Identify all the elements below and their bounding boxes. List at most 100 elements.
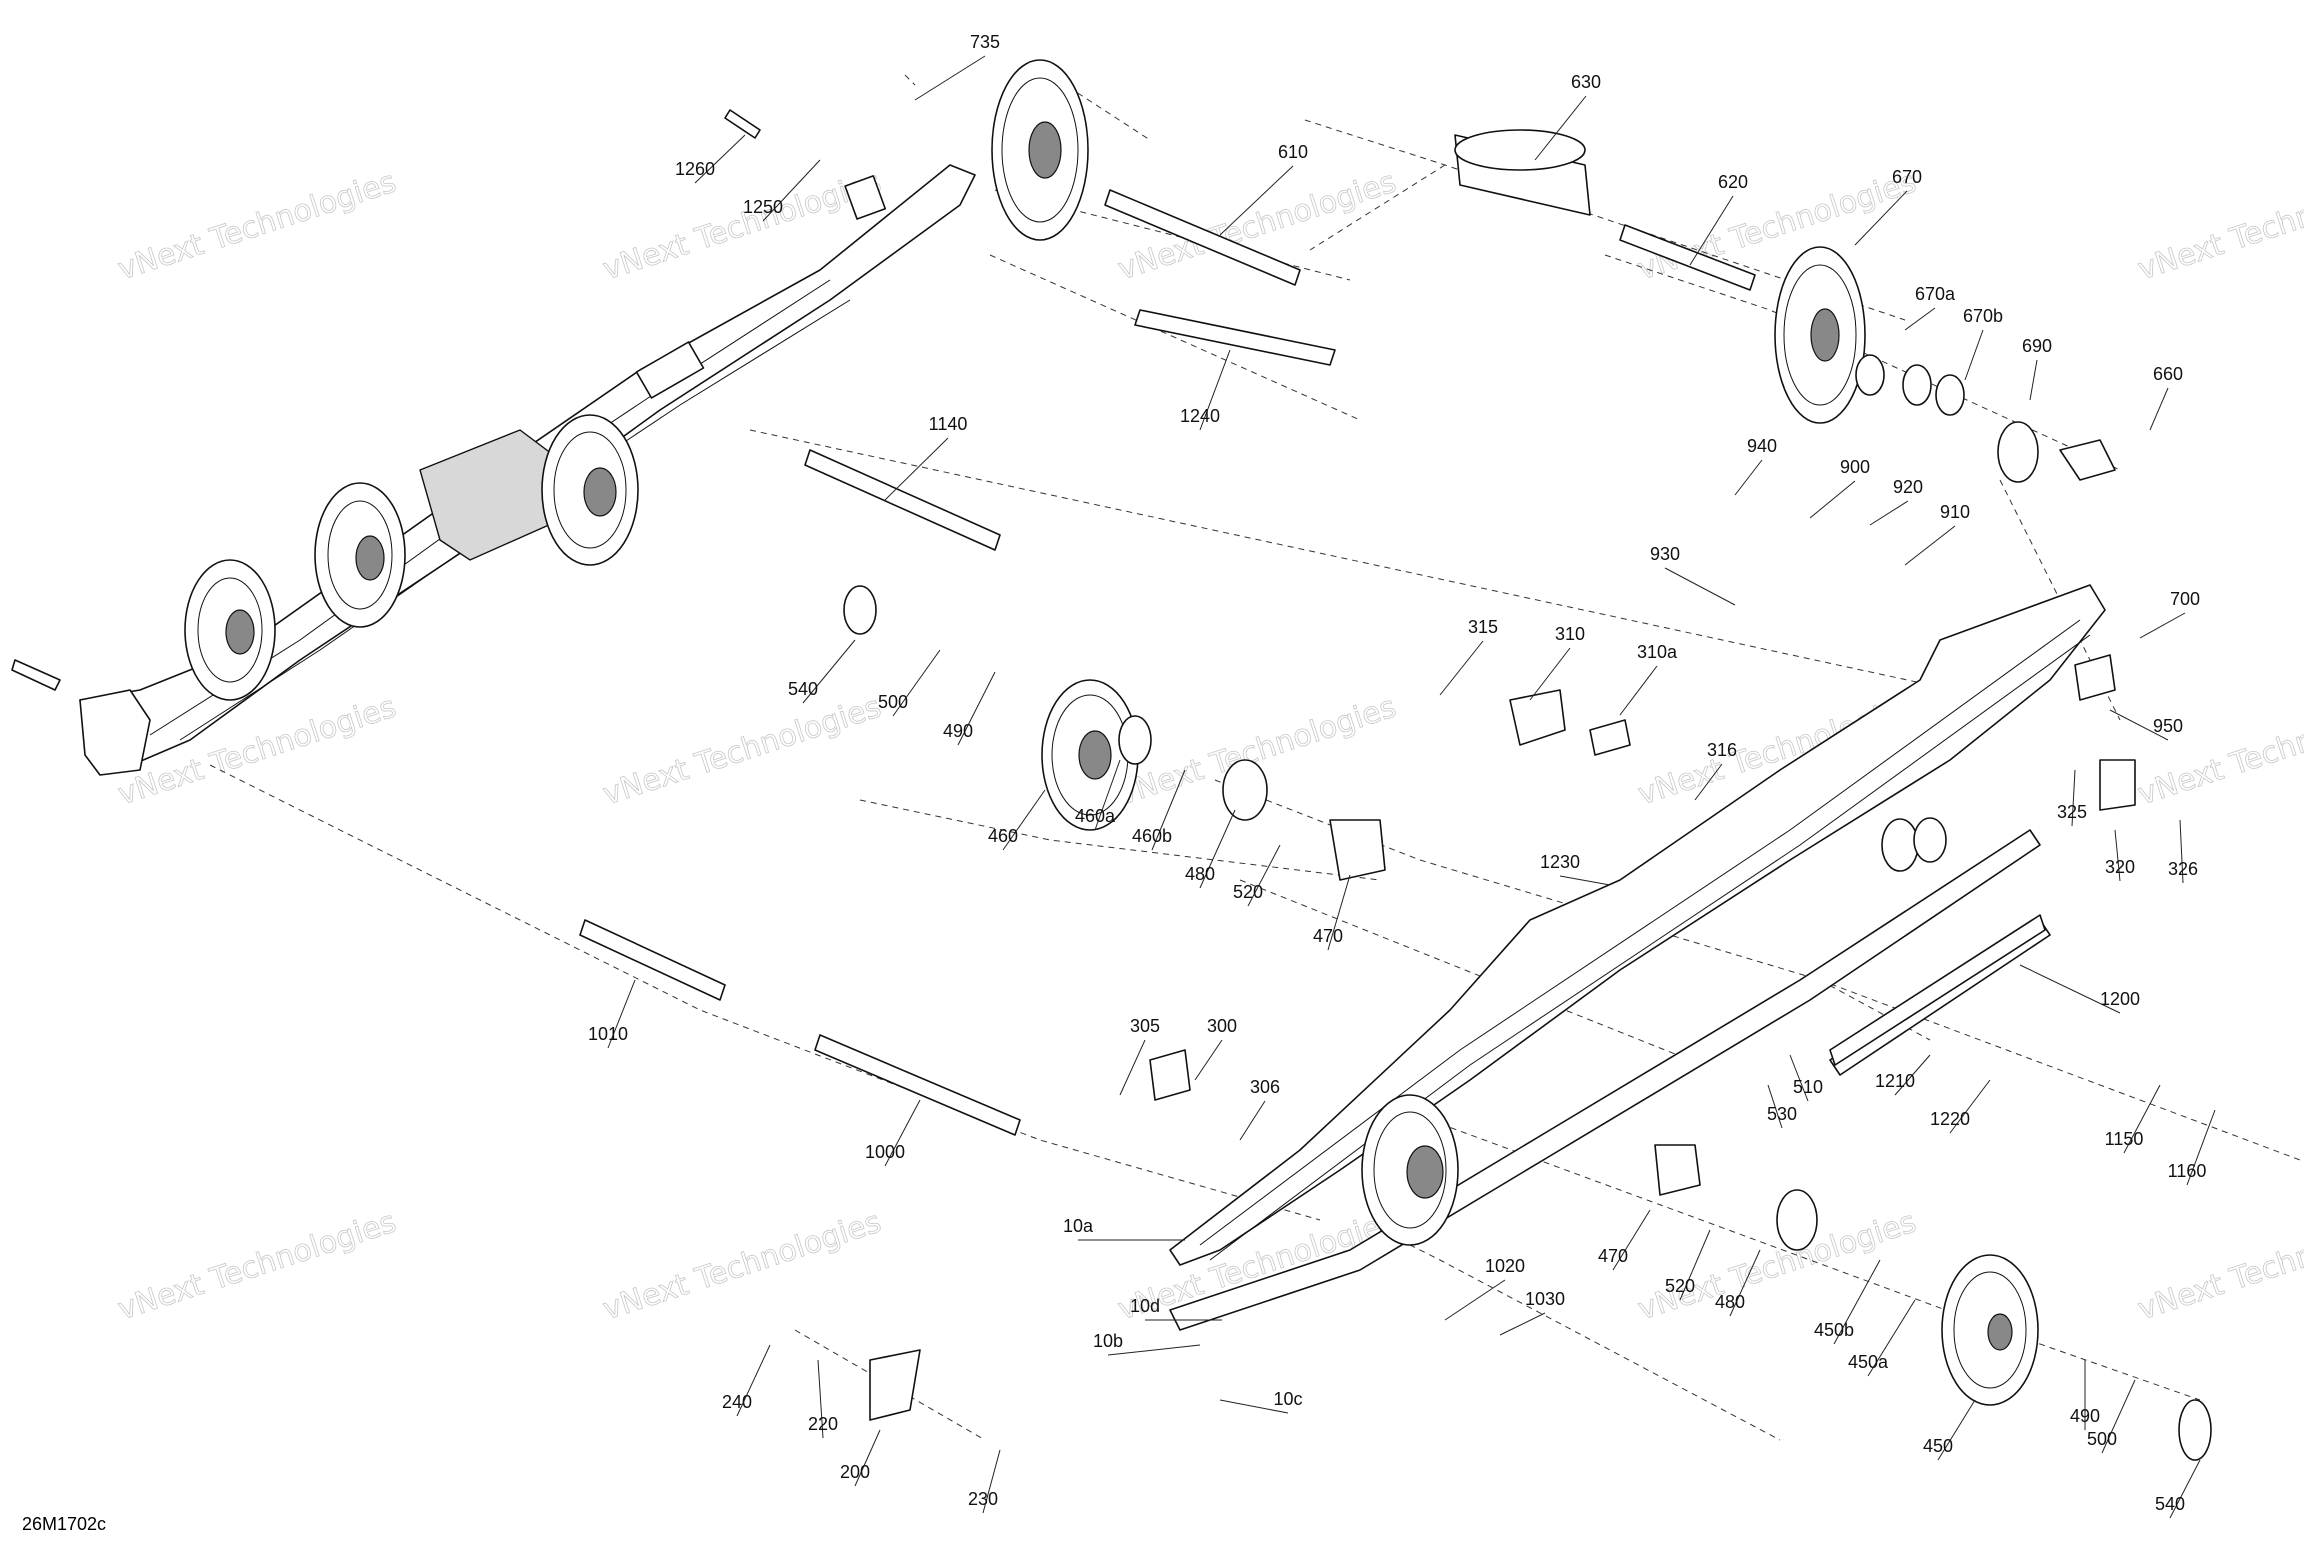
part-callout-480: 480: [1185, 864, 1215, 884]
part-callout-306: 306: [1250, 1077, 1280, 1097]
leader-line: [736, 1344, 771, 1417]
part-callout-460a: 460a: [1075, 806, 1116, 826]
part-callout-1200: 1200: [2100, 989, 2140, 1009]
leader-line: [2123, 1084, 2161, 1154]
part-callout-700: 700: [2170, 589, 2200, 609]
leader-line: [854, 1429, 881, 1487]
part-callout-316: 316: [1707, 740, 1737, 760]
part-callout-670b: 670b: [1963, 306, 2003, 326]
part-callout-1250: 1250: [743, 197, 783, 217]
leader-line: [1689, 195, 1734, 266]
part-callout-200: 200: [840, 1462, 870, 1482]
part-callout-450b: 450b: [1814, 1320, 1854, 1340]
leader-line: [1894, 1054, 1931, 1096]
watermark: vNext Technologies: [2134, 165, 2304, 288]
leader-line: [1937, 1399, 1976, 1461]
leader-line: [2179, 819, 2184, 884]
leader-line: [817, 1359, 824, 1439]
part-callout-1150: 1150: [2105, 1129, 2144, 1149]
leader-line: [1219, 1399, 1289, 1414]
part-callout-930: 930: [1650, 544, 1680, 564]
part-callout-500: 500: [2087, 1429, 2117, 1449]
leader-line: [1444, 1279, 1506, 1321]
leader-line: [1094, 759, 1121, 831]
leader-line: [1694, 763, 1723, 801]
leader-line: [1247, 844, 1281, 907]
watermark: vNext Technologies: [2134, 690, 2304, 813]
leader-line: [914, 55, 986, 101]
leader-line: [1767, 1084, 1783, 1129]
leader-line: [892, 649, 941, 717]
leader-line: [2029, 359, 2038, 401]
leader-line: [2169, 1459, 2201, 1519]
left-rail-assembly: [79, 59, 1089, 776]
part-callout-690: 690: [2022, 336, 2052, 356]
part-callout-1000: 1000: [865, 1142, 905, 1162]
leader-line: [802, 639, 856, 704]
part-callout-10c: 10c: [1273, 1389, 1302, 1409]
leader-line: [1833, 1259, 1881, 1345]
small-parts: [11, 109, 2212, 1461]
leader-line: [1499, 1312, 1546, 1336]
part-callout-900: 900: [1840, 457, 1870, 477]
part-callout-540: 540: [788, 679, 818, 699]
part-callout-610: 610: [1278, 142, 1308, 162]
part-callout-490: 490: [2070, 1406, 2100, 1426]
leader-line: [1869, 500, 1909, 526]
part-callout-1020: 1020: [1485, 1256, 1525, 1276]
leader-line: [1619, 665, 1658, 716]
leader-line: [2101, 1379, 2136, 1454]
leader-line: [884, 1099, 921, 1167]
part-callout-315: 315: [1468, 617, 1498, 637]
leader-line: [1327, 874, 1351, 951]
leader-line: [1439, 640, 1484, 696]
part-callout-940: 940: [1747, 436, 1777, 456]
part-callout-220: 220: [808, 1414, 838, 1434]
leader-line: [1904, 307, 1936, 331]
part-callout-520: 520: [1233, 882, 1263, 902]
watermark: vNext Technologies: [2134, 1205, 2304, 1328]
leader-line: [1534, 95, 1587, 161]
leader-line: [1867, 1299, 1916, 1377]
part-callout-230: 230: [968, 1489, 998, 1509]
leader-line: [1734, 459, 1763, 496]
leader-line: [2186, 1109, 2216, 1186]
leader-line: [1107, 1344, 1201, 1356]
leader-line: [1664, 567, 1736, 606]
part-callout-320: 320: [2105, 857, 2135, 877]
part-callout-950: 950: [2153, 716, 2183, 736]
leader-line: [2071, 769, 2076, 827]
watermark: vNext Technologies: [114, 165, 401, 288]
leader-line: [1904, 525, 1956, 566]
leader-line: [1529, 647, 1571, 701]
watermark: vNext Technologies: [599, 1205, 886, 1328]
part-callout-500: 500: [878, 692, 908, 712]
leader-line: [1679, 1229, 1711, 1301]
shafts: [579, 129, 1756, 1136]
watermark: vNext Technologies: [1634, 165, 1921, 288]
part-callout-10b: 10b: [1093, 1331, 1123, 1351]
part-callout-1220: 1220: [1930, 1109, 1970, 1129]
leader-line: [762, 159, 821, 222]
part-callout-920: 920: [1893, 477, 1923, 497]
part-callout-325: 325: [2057, 802, 2087, 822]
assembly-lines: [209, 74, 2301, 1441]
leader-line: [607, 979, 636, 1049]
part-callout-1210: 1210: [1875, 1071, 1915, 1091]
leader-line: [1199, 809, 1236, 889]
part-callout-305: 305: [1130, 1016, 1160, 1036]
leader-line: [1199, 349, 1231, 431]
part-callout-1230: 1230: [1540, 852, 1580, 872]
part-callout-530: 530: [1767, 1104, 1797, 1124]
leader-line: [1729, 1249, 1761, 1317]
leader-line: [2139, 612, 2186, 639]
part-callout-460: 460: [988, 826, 1018, 846]
part-callout-510: 510: [1793, 1077, 1823, 1097]
part-callout-660: 660: [2153, 364, 2183, 384]
leader-line: [2109, 709, 2169, 741]
part-callout-630: 630: [1571, 72, 1601, 92]
diagram-code: 26M1702c: [22, 1514, 106, 1534]
part-callout-450a: 450a: [1848, 1352, 1889, 1372]
part-callout-1160: 1160: [2168, 1161, 2207, 1181]
